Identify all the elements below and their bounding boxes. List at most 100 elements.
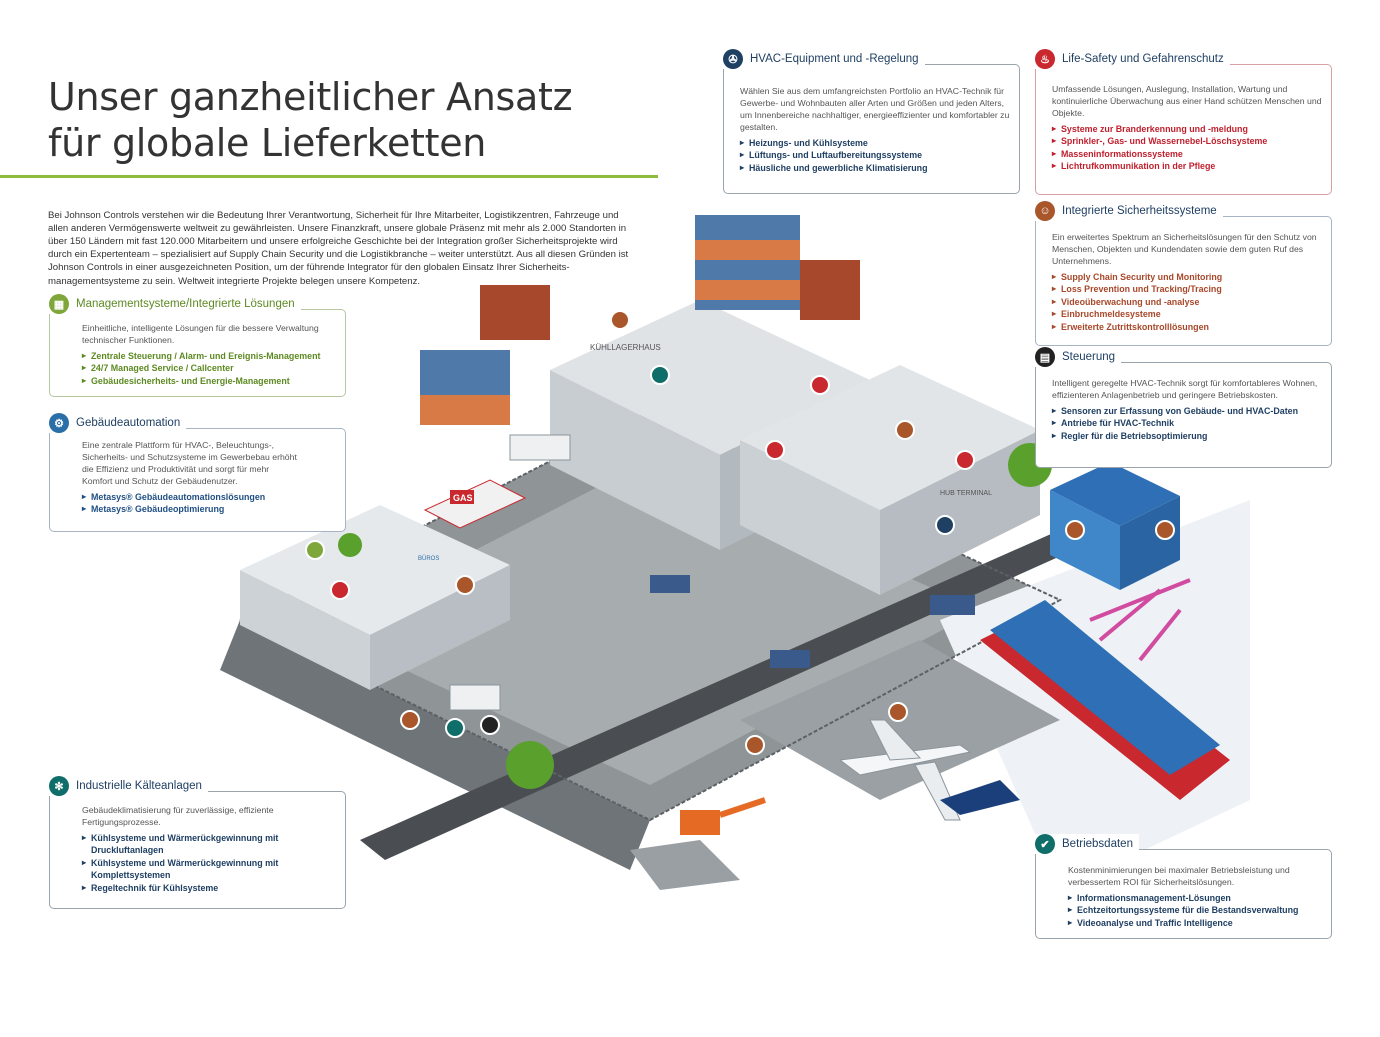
panel-item[interactable]: Kühlsysteme und Wärmerückgewinnung mit K…	[82, 857, 297, 882]
camera-marker-icon	[400, 710, 420, 730]
logistics-illustration: KÜHLLAGERHAUS HUB TERMINAL BÜROS GAS	[220, 215, 1250, 890]
panel-description: Ein erweitertes Spektrum an Sicherheitsl…	[1052, 232, 1317, 266]
panel-description: Einheitliche, intelligente Lösungen für …	[82, 323, 319, 345]
harbor-control-building	[1050, 462, 1180, 590]
tree	[506, 741, 554, 789]
panel-description: Kostenminimierungen bei maximaler Betrie…	[1068, 865, 1290, 887]
panel-item[interactable]: 24/7 Managed Service / Callcenter	[82, 362, 337, 375]
panel-item[interactable]: Informationsmanagement-Lösungen	[1068, 892, 1323, 905]
panel-title: Betriebsdaten	[1062, 838, 1133, 850]
panel-header: ▦ Managementsysteme/Integrierte Lösungen	[49, 294, 301, 314]
fire-marker-icon	[955, 450, 975, 470]
panel-item[interactable]: Videoanalyse und Traffic Intelligence	[1068, 917, 1323, 930]
panel-description: Gebäudeklimatisierung für zuverlässige, …	[82, 805, 274, 827]
sign-cold-storage: KÜHLLAGERHAUS	[590, 343, 661, 352]
panel-item[interactable]: Regeltechnik für Kühlsysteme	[82, 882, 297, 895]
title-line-1: Unser ganzheitlicher Ansatz	[48, 75, 573, 119]
panel-title: Integrierte Sicherheitssysteme	[1062, 205, 1217, 217]
panel-description: Wählen Sie aus dem umfangreichsten Portf…	[740, 86, 1010, 132]
fire-marker-icon	[765, 440, 785, 460]
camera-marker-icon	[610, 310, 630, 330]
panel-description: Umfassende Lösungen, Auslegung, Installa…	[1052, 84, 1322, 118]
terminal-marker-icon	[480, 715, 500, 735]
panel-title: Industrielle Kälteanlagen	[76, 780, 202, 792]
title-divider	[0, 175, 658, 178]
snowflake-marker-icon	[650, 365, 670, 385]
container-stack-1	[420, 285, 550, 425]
sign-hub-terminal: HUB TERMINAL	[940, 490, 992, 497]
office-building: BÜROS	[240, 505, 510, 690]
panel-item[interactable]: Zentrale Steuerung / Alarm- und Ereignis…	[82, 350, 337, 363]
panel-item[interactable]: Metasys® Gebäudeoptimierung	[82, 503, 302, 516]
panel-header: ▤ Steuerung	[1035, 347, 1122, 367]
panel-operational-data: ✔ Betriebsdaten Kostenminimierungen bei …	[1035, 834, 1332, 939]
gears-icon: ⚙	[49, 413, 69, 433]
panel-item[interactable]: Gebäudesicherheits- und Energie-Manageme…	[82, 375, 337, 388]
camera-marker-icon	[455, 575, 475, 595]
panel-header: ✔ Betriebsdaten	[1035, 834, 1139, 854]
panel-item[interactable]: Lichtrufkommunikation in der Pflege	[1052, 160, 1323, 173]
panel-item[interactable]: Erweiterte Zutrittskontrolllösungen	[1052, 321, 1323, 334]
flame-icon: ♨	[1035, 49, 1055, 69]
harbor-crane	[1089, 578, 1191, 662]
panel-item[interactable]: Loss Prevention und Tracking/Tracing	[1052, 283, 1323, 296]
camera-marker-icon	[1155, 520, 1175, 540]
trucks	[449, 434, 975, 711]
airplane	[838, 719, 1020, 821]
road	[220, 620, 650, 870]
panel-item[interactable]: Lüftungs- und Luftaufbereitungssysteme	[740, 149, 1011, 162]
camera-marker-icon	[888, 702, 908, 722]
panel-item[interactable]: Sensoren zur Erfassung von Gebäude- und …	[1052, 405, 1323, 418]
panel-item[interactable]: Videoüberwachung und -analyse	[1052, 296, 1323, 309]
snowflake-icon: ✻	[49, 776, 69, 796]
shield-check-icon: ✔	[1035, 834, 1055, 854]
panel-item[interactable]: Antriebe für HVAC-Technik	[1052, 417, 1323, 430]
panel-item[interactable]: Systeme zur Branderkennung und -meldung	[1052, 123, 1323, 136]
panel-integrated-security: ☺ Integrierte Sicherheitssysteme Ein erw…	[1035, 201, 1332, 346]
panel-life-safety: ♨ Life-Safety und Gefahrenschutz Umfasse…	[1035, 49, 1332, 195]
panel-item[interactable]: Heizungs- und Kühlsysteme	[740, 137, 1011, 150]
panel-header: ✻ Industrielle Kälteanlagen	[49, 776, 208, 796]
panel-controls: ▤ Steuerung Intelligent geregelte HVAC-T…	[1035, 347, 1332, 468]
panel-item[interactable]: Regler für die Betriebsoptimierung	[1052, 430, 1323, 443]
panel-header: ♨ Life-Safety und Gefahrenschutz	[1035, 49, 1230, 69]
gauge-marker-icon	[305, 540, 325, 560]
panel-item[interactable]: Kühlsysteme und Wärmerückgewinnung mit D…	[82, 832, 297, 857]
shield-marker-icon	[445, 718, 465, 738]
control-panel-icon: ▤	[1035, 347, 1055, 367]
hvac-marker-icon	[935, 515, 955, 535]
management-grid-icon: ▦	[49, 294, 69, 314]
hub-terminal-building: HUB TERMINAL	[740, 365, 1040, 595]
panel-title: HVAC-Equipment und -Regelung	[750, 53, 919, 65]
panel-item[interactable]: Einbruchmeldesysteme	[1052, 308, 1323, 321]
gas-station: GAS	[423, 479, 527, 529]
panel-title: Managementsysteme/Integrierte Lösungen	[76, 298, 295, 310]
page-title: Unser ganzheitlicher Ansatz für globale …	[48, 74, 668, 166]
panel-hvac-equipment: ✇ HVAC-Equipment und -Regelung Wählen Si…	[723, 49, 1020, 194]
camera-marker-icon	[745, 735, 765, 755]
panel-item[interactable]: Sprinkler-, Gas- und Wassernebel-Löschsy…	[1052, 135, 1323, 148]
panel-header: ☺ Integrierte Sicherheitssysteme	[1035, 201, 1223, 221]
hotspot-markers	[305, 310, 1175, 755]
panel-title: Steuerung	[1062, 351, 1116, 363]
panel-industrial-refrigeration: ✻ Industrielle Kälteanlagen Gebäudeklima…	[49, 776, 346, 909]
panel-header: ⚙ Gebäudeautomation	[49, 413, 187, 433]
fire-marker-icon	[330, 580, 350, 600]
tree	[338, 533, 362, 557]
panel-item[interactable]: Echtzeitortungssysteme für die Bestandsv…	[1068, 904, 1323, 917]
container-ship	[980, 600, 1230, 800]
panel-description: Intelligent geregelte HVAC-Technik sorgt…	[1052, 378, 1318, 400]
panel-description: Eine zentrale Plattform für HVAC-, Beleu…	[82, 440, 297, 486]
camera-marker-icon	[895, 420, 915, 440]
fire-marker-icon	[810, 375, 830, 395]
fence	[239, 408, 1063, 822]
person-security-icon: ☺	[1035, 201, 1055, 221]
panel-item[interactable]: Häusliche und gewerbliche Klimatisierung	[740, 162, 1011, 175]
intro-paragraph: Bei Johnson Controls verstehen wir die B…	[48, 209, 629, 287]
panel-item[interactable]: Supply Chain Security und Monitoring	[1052, 271, 1323, 284]
panel-item[interactable]: Metasys® Gebäudeautomationslösungen	[82, 491, 302, 504]
panel-title: Gebäudeautomation	[76, 417, 181, 429]
panel-item[interactable]: Masseninformationssysteme	[1052, 148, 1323, 161]
panel-building-automation: ⚙ Gebäudeautomation Eine zentrale Plattf…	[49, 413, 346, 532]
container-stack-2	[695, 215, 860, 320]
